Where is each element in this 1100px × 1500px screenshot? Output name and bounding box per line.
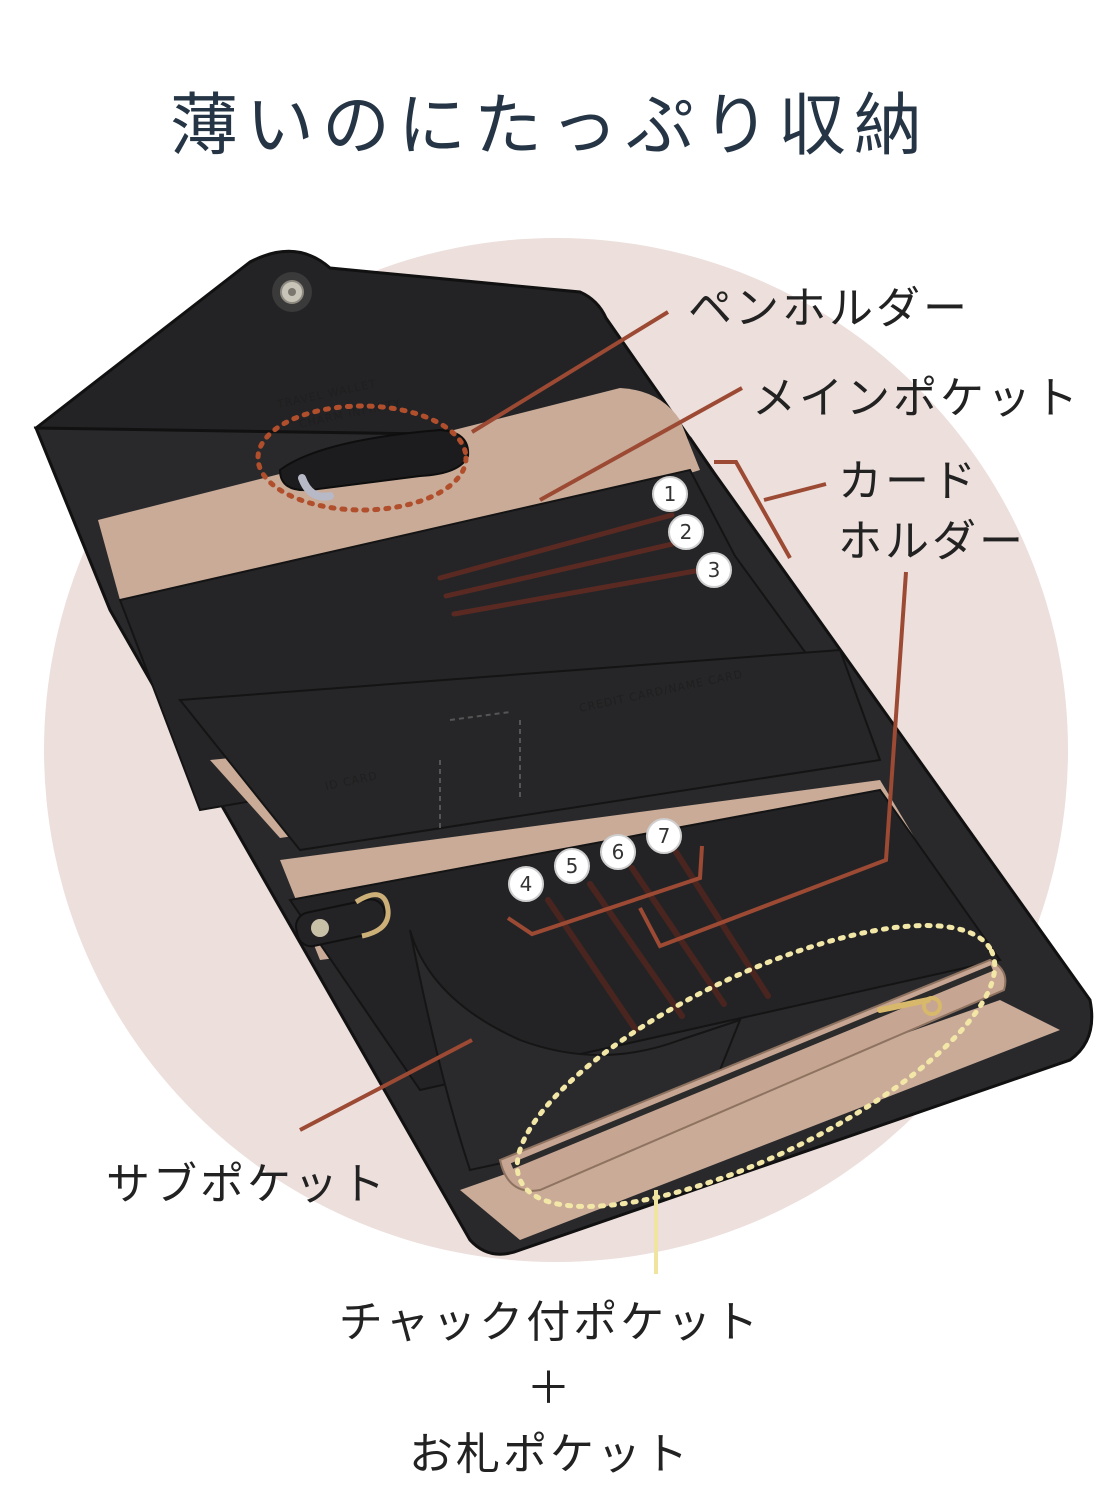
d-ring-icon <box>354 892 391 939</box>
leader-card-bracket-top <box>714 460 792 559</box>
label-card-holder-line1: カード <box>838 456 979 507</box>
leader-pen-holder <box>470 310 670 434</box>
label-zip-pocket: チャック付ポケット ＋ お札ポケット <box>0 1290 1100 1488</box>
leader-sub-pocket <box>299 1038 473 1132</box>
svg-text:4: 4 <box>520 872 533 896</box>
svg-text:3: 3 <box>708 558 721 582</box>
badge-2: 2 <box>668 514 704 550</box>
card-slot-1 <box>437 512 675 581</box>
leader-card-holder-lower <box>638 571 908 949</box>
label-zip-pocket-line1: チャック付ポケット <box>338 1297 762 1348</box>
badge-1: 1 <box>652 476 688 512</box>
svg-text:1: 1 <box>664 482 677 506</box>
page-title: 薄いのにたっぷり収納 <box>169 87 930 166</box>
label-zip-pocket-line2: お札ポケット <box>409 1429 691 1480</box>
badge-5: 5 <box>554 848 590 884</box>
label-card-holder-line2: ホルダー <box>838 516 1026 567</box>
badge-3: 3 <box>696 552 732 588</box>
card-slot-2 <box>443 537 693 599</box>
card-slot-5 <box>587 881 685 1019</box>
svg-text:5: 5 <box>566 854 579 878</box>
badge-4: 4 <box>508 866 544 902</box>
strap-rivet-icon <box>311 919 329 937</box>
card-number-badges: 1 2 3 4 5 6 7 <box>508 476 732 902</box>
card-slot-3 <box>451 565 715 617</box>
label-main-pocket: メインポケット <box>752 373 1081 424</box>
bottom-lining <box>460 1000 1060 1240</box>
badge-6: 6 <box>600 834 636 870</box>
leader-main-pocket <box>539 386 743 502</box>
label-card-holder: カード ホルダー <box>838 452 1026 572</box>
pen-holder-highlight <box>255 403 469 513</box>
label-pen-holder: ペンホルダー <box>688 283 970 334</box>
pen-holder <box>278 428 470 492</box>
label-zip-pocket-plus: ＋ <box>526 1363 574 1414</box>
zip-pocket-highlight <box>514 923 998 1209</box>
leader-card-holder <box>763 482 827 502</box>
label-sub-pocket: サブポケット <box>106 1159 388 1210</box>
badge-7: 7 <box>646 818 682 854</box>
id-panel <box>178 648 882 852</box>
card-slot-6 <box>629 865 727 1007</box>
svg-text:7: 7 <box>658 824 671 848</box>
zipper-pull-icon <box>877 997 931 1013</box>
svg-text:2: 2 <box>680 520 693 544</box>
leader-lines <box>299 310 908 1132</box>
leader-card-bracket-bottom <box>506 845 704 937</box>
wallet <box>33 249 1094 1256</box>
card-slot-4 <box>545 897 639 1033</box>
svg-text:6: 6 <box>612 840 625 864</box>
